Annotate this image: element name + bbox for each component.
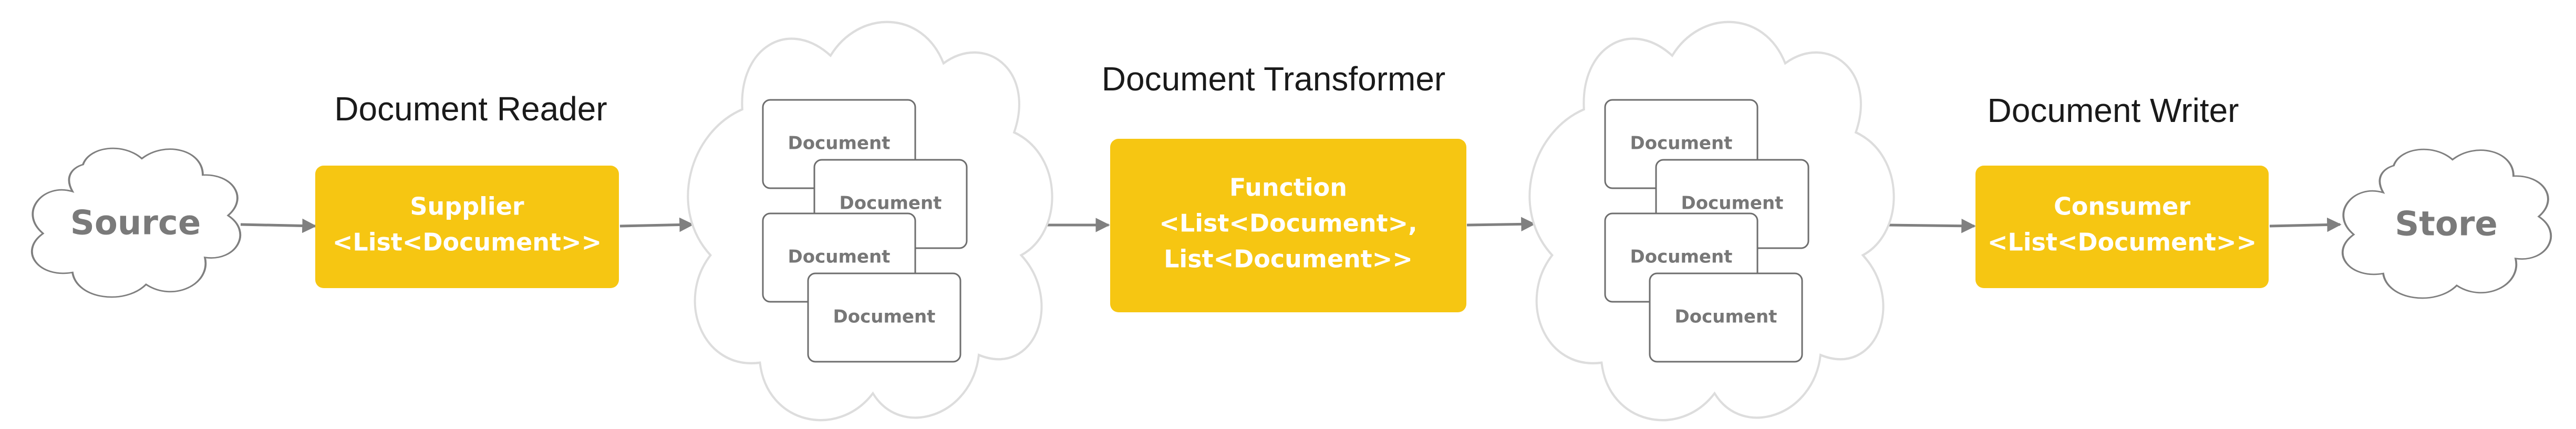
arrow-reader-to-documents	[619, 217, 694, 232]
arrow-documents-to-writer	[1886, 218, 1976, 233]
document-label: Document	[1675, 307, 1777, 328]
document-card	[1649, 272, 1803, 363]
reader-title: Document Reader	[334, 90, 607, 128]
output-documents-group: Document Document Document Document	[1529, 22, 1894, 420]
input-documents-group: Document Document Document Document	[688, 22, 1052, 420]
reader-stage: Document Reader Supplier <List<Document>…	[315, 90, 619, 288]
transformer-line-1: Function	[1229, 173, 1347, 202]
document-label: Document	[1630, 247, 1733, 268]
transformer-stage: Document Transformer Function <List<Docu…	[1102, 60, 1466, 312]
document-label: Document	[788, 133, 891, 154]
source-cloud: Source	[32, 148, 240, 297]
document-card	[807, 272, 961, 363]
transformer-line-2: <List<Document>,	[1159, 209, 1417, 238]
document-label: Document	[840, 193, 942, 214]
arrow-source-to-reader	[240, 218, 317, 233]
writer-stage: Document Writer Consumer <List<Document>…	[1975, 91, 2269, 288]
reader-line-2: <List<Document>>	[333, 228, 602, 257]
arrow-transformer-to-documents	[1466, 217, 1536, 232]
reader-line-1: Supplier	[410, 192, 524, 221]
writer-title: Document Writer	[1988, 91, 2239, 129]
transformer-box	[1110, 139, 1466, 312]
document-label: Document	[788, 247, 891, 268]
document-label: Document	[833, 307, 936, 328]
store-cloud: Store	[2343, 149, 2551, 298]
writer-box	[1975, 166, 2269, 288]
output-document-4: Document	[1649, 272, 1803, 363]
store-label: Store	[2395, 205, 2498, 244]
arrows	[240, 217, 2342, 233]
transformer-line-3: List<Document>>	[1164, 245, 1413, 273]
arrow-writer-to-store	[2269, 217, 2342, 232]
reader-box	[315, 166, 619, 288]
writer-line-1: Consumer	[2054, 192, 2190, 221]
source-label: Source	[70, 204, 201, 243]
input-document-4: Document	[807, 272, 961, 363]
writer-line-2: <List<Document>>	[1988, 228, 2257, 257]
document-label: Document	[1630, 133, 1733, 154]
document-label: Document	[1681, 193, 1784, 214]
transformer-title: Document Transformer	[1102, 60, 1445, 98]
